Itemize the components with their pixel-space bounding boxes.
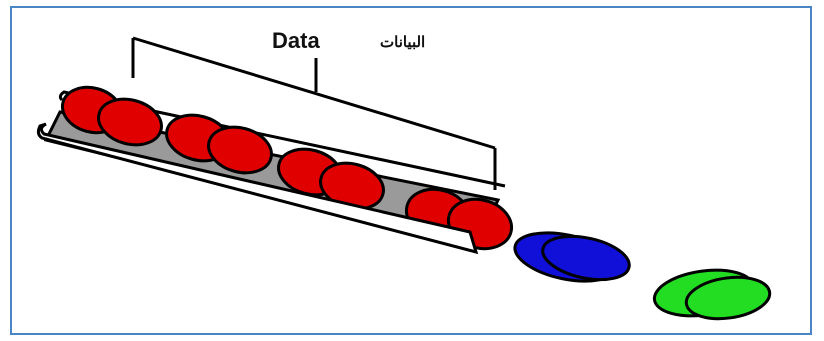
data-label-english: Data (272, 28, 320, 53)
green-disc (652, 268, 772, 321)
tube-front-lip (36, 122, 479, 255)
data-disc (207, 125, 273, 175)
data-label-arabic: البيانات (380, 34, 425, 51)
data-bracket (131, 36, 497, 190)
blue-disc (513, 231, 631, 283)
data-disc (97, 97, 163, 147)
